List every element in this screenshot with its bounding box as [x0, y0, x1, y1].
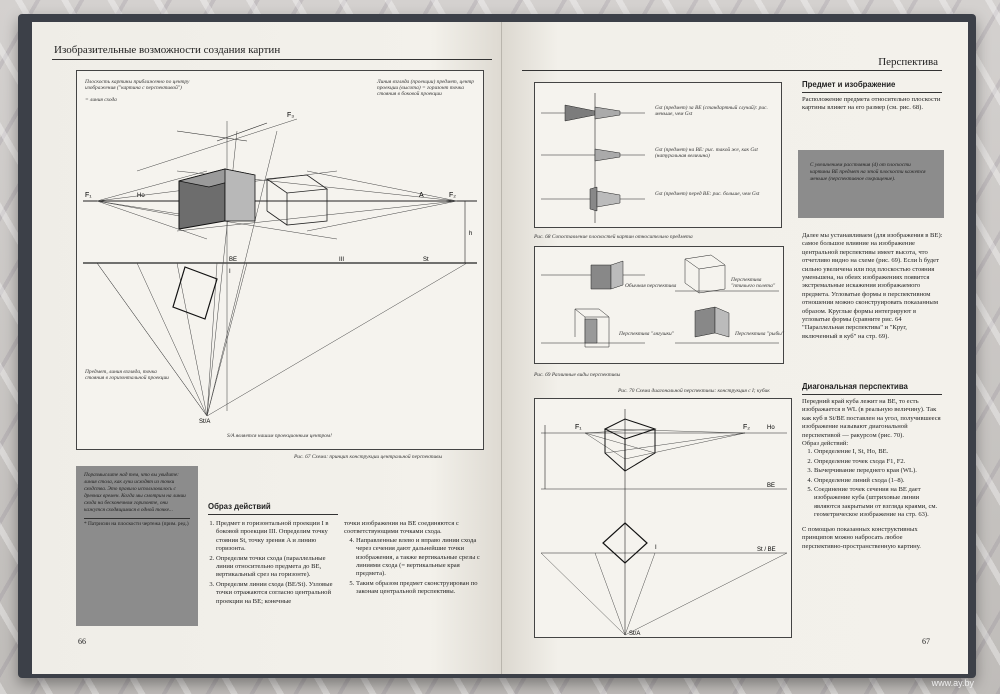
fig67-label-top-right: Линия взгляда (проекции) предмет, центр … — [377, 79, 474, 97]
mark-h: h — [469, 231, 472, 237]
mark-iii: III — [339, 257, 344, 263]
fig70-caption: Рис. 70 Схема диагональной перспективы: … — [618, 388, 770, 394]
fig69-label-normal: Обычная перспектива — [625, 283, 677, 289]
left-page: Изобразительные возможности создания кар… — [32, 22, 502, 674]
mark-i: I — [229, 269, 231, 275]
figure-69-drawing — [541, 254, 779, 348]
left-header-rule — [52, 59, 492, 60]
right-page-number: 67 — [922, 637, 930, 646]
section1-rule — [802, 92, 942, 93]
watermark: www.ay.by — [931, 678, 974, 688]
fig67-label-center: S/A является нашим проекционным центром! — [227, 433, 332, 439]
fig68-row-1: Gst (предмет) за BE (стандартный случай)… — [655, 105, 768, 117]
diag-step-5: Соединение точек сечения на BE дает изоб… — [814, 486, 944, 520]
step-1: Предмет в горизонтальной проекции I в бо… — [216, 520, 334, 554]
left-page-number: 66 — [78, 637, 86, 646]
fig70-mark-ho: Ho — [767, 425, 775, 431]
fig67-label-bottom-left: Предмет, линия взгляда, точка стояния в … — [85, 369, 169, 381]
fig69-label-bird: Перспектива "птичьего полета" — [731, 277, 776, 289]
right-note-text: С увеличением расстояния (d) от плоскост… — [810, 162, 926, 182]
section1-text: Расположение предмета относительно плоск… — [802, 96, 941, 112]
fig68-caption: Рис. 68 Сопоставление плоскостей картин … — [534, 234, 693, 240]
figure-68-drawing — [541, 93, 645, 223]
step-4: Направленные влево и вправо линии схода … — [356, 537, 484, 579]
diag-step-4: Определение линий схода (1–8). — [814, 477, 944, 485]
fig70-mark-i: I — [655, 545, 657, 551]
fig68-row-2: Gst (предмет) на BE: рис. такой же, как … — [655, 147, 758, 159]
right-header-rule — [522, 70, 942, 71]
section2-list-title: Образ действий: — [802, 440, 849, 448]
figure-68: Gst (предмет) за BE (стандартный случай)… — [534, 82, 782, 228]
mark-f3: F₃ — [287, 112, 294, 119]
figure-67: F₁ Ho A F₂ F₃ BE St III I h St/A Плоскос… — [76, 70, 484, 450]
fig70-mark-be: BE — [767, 483, 775, 489]
step-5: Таким образом предмет сконструирован по … — [356, 580, 484, 597]
diag-step-1: Определение I, St, Ho, BE. — [814, 448, 944, 456]
mark-st: St — [423, 257, 429, 263]
section2-intro: Передний край куба лежит на BE, то есть … — [802, 398, 941, 439]
diag-step-2: Определение точек схода F1, F2. — [814, 458, 944, 466]
section-title-procedure: Образ действий — [208, 502, 271, 511]
right-page: Перспектива Gst (предмет) за BE (стандар… — [502, 22, 968, 674]
left-note-text: Поразмыслите над тем, что вы увидите: ли… — [84, 472, 186, 513]
mark-ho: Ho — [137, 193, 145, 199]
fig67-caption: Рис. 67 Схема: принцип конструкции центр… — [294, 454, 443, 460]
mark-be: BE — [229, 257, 237, 263]
mark-f1: F₁ — [85, 192, 92, 199]
figure-70-drawing: F₁ F₂ Ho BE St / BE I St/A — [540, 409, 788, 637]
section2-text: Передний край куба лежит на BE, то есть … — [802, 398, 944, 551]
fig70-mark-f2: F₂ — [743, 424, 750, 431]
fig67-label-view-line: = линия схода — [85, 97, 117, 103]
left-note-footnote: * Патрисии на плоскости чертежа (прим. р… — [84, 518, 190, 528]
section2-rule — [802, 394, 942, 395]
steps-column-2: точки изображения на BE соединяются с со… — [344, 520, 484, 598]
figure-69: Обычная перспектива Перспектива "птичьег… — [534, 246, 784, 364]
figure-67-drawing: F₁ Ho A F₂ F₃ BE St III I h St/A — [83, 112, 477, 425]
figure-70: F₁ F₂ Ho BE St / BE I St/A — [534, 398, 792, 638]
fig69-label-fish: Перспектива "рыбы" — [735, 331, 785, 337]
step-3: Определим линии схода (BE/St). Узловые т… — [216, 581, 334, 606]
section-rule — [208, 514, 338, 515]
steps-column-1: Предмет в горизонтальной проекции I в бо… — [204, 520, 334, 607]
left-running-head: Изобразительные возможности создания кар… — [54, 44, 281, 56]
mark-a: A — [419, 192, 424, 199]
section1-text-continued: Далее мы устанавливаем (для изображения … — [802, 232, 943, 340]
step-2: Определим точки схода (параллельные лини… — [216, 555, 334, 580]
right-running-head: Перспектива — [878, 56, 938, 68]
fig67-label-top-left: Плоскость картины приближенно по центру … — [85, 79, 190, 91]
mark-f2: F₂ — [449, 192, 456, 199]
fig69-label-frog: Перспектива "лягушки" — [619, 331, 675, 337]
fig70-mark-f1: F₁ — [575, 424, 582, 431]
section2-closing: С помощью показанных конструктивных прин… — [802, 525, 921, 550]
step-3-continued: точки изображения на BE соединяются с со… — [344, 520, 459, 536]
fig70-mark-sta: St/A — [629, 631, 640, 637]
mark-sta: St/A — [199, 419, 210, 425]
section-title-diagonal: Диагональная перспектива — [802, 382, 908, 391]
right-note-box: С увеличением расстояния (d) от плоскост… — [798, 150, 944, 218]
left-note-box: Поразмыслите над тем, что вы увидите: ли… — [76, 466, 198, 626]
section-title-object-image: Предмет и изображение — [802, 80, 896, 89]
diag-step-3: Вычерчивание переднего края (WL). — [814, 467, 944, 475]
fig68-row-3: Gst (предмет) перед BE: рис. больше, чем… — [655, 191, 760, 197]
fig69-caption: Рис. 69 Различные виды перспективы — [534, 372, 621, 378]
fig70-mark-stbe: St / BE — [757, 547, 776, 553]
